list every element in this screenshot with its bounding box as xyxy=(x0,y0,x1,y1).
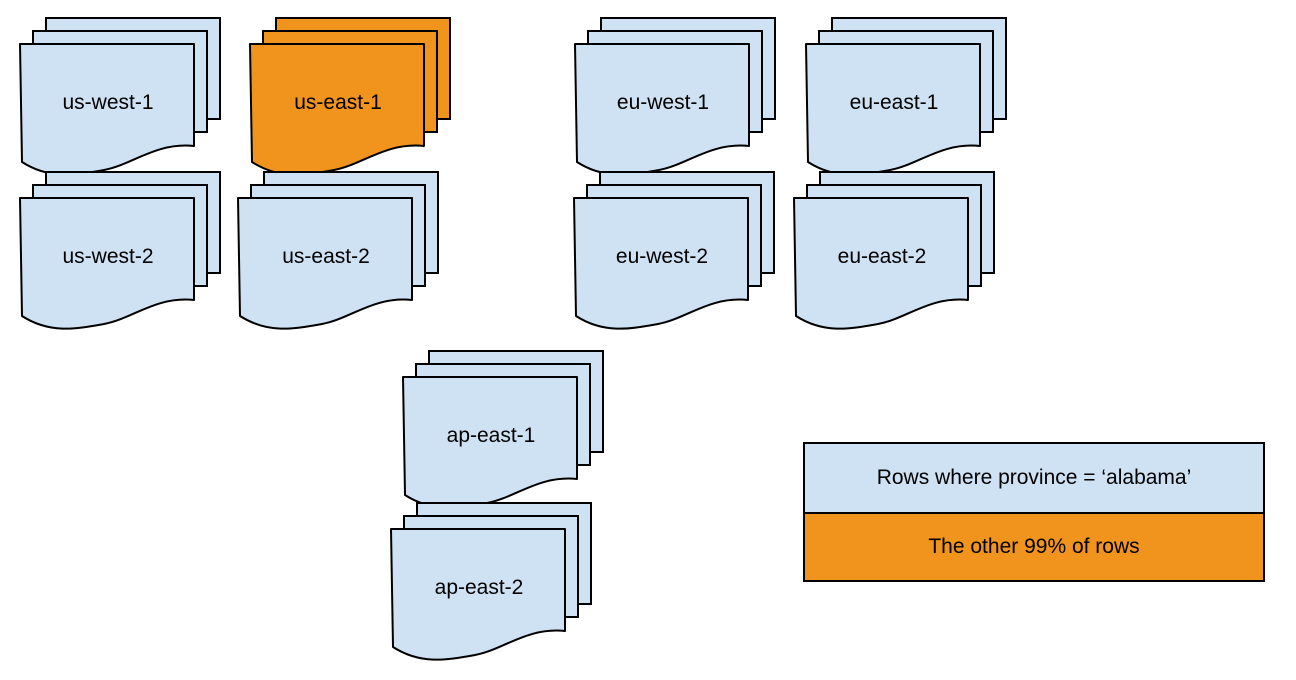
region-stack-us-east-1: us-east-1 xyxy=(249,17,451,179)
document-icon xyxy=(574,43,752,177)
document-icon xyxy=(237,197,415,331)
region-stack-eu-east-1: eu-east-1 xyxy=(805,17,1007,179)
document-icon xyxy=(793,197,971,331)
document-icon xyxy=(402,376,580,510)
region-stack-eu-west-1: eu-west-1 xyxy=(574,17,776,179)
region-stack-eu-west-2: eu-west-2 xyxy=(573,171,775,333)
legend-row-other-rows: The other 99% of rows xyxy=(805,512,1263,580)
region-stack-us-west-2: us-west-2 xyxy=(19,171,221,333)
document-icon xyxy=(805,43,983,177)
document-icon xyxy=(19,197,197,331)
region-stack-ap-east-1: ap-east-1 xyxy=(402,350,604,512)
region-stack-us-west-1: us-west-1 xyxy=(19,17,221,179)
document-icon xyxy=(573,197,751,331)
region-stack-eu-east-2: eu-east-2 xyxy=(793,171,995,333)
document-icon xyxy=(19,43,197,177)
region-stack-ap-east-2: ap-east-2 xyxy=(390,502,592,664)
region-stack-us-east-2: us-east-2 xyxy=(237,171,439,333)
document-icon xyxy=(390,528,568,662)
legend-row-alabama: Rows where province = ‘alabama’ xyxy=(805,444,1263,512)
legend: Rows where province = ‘alabama’ The othe… xyxy=(803,442,1265,582)
document-icon xyxy=(249,43,427,177)
